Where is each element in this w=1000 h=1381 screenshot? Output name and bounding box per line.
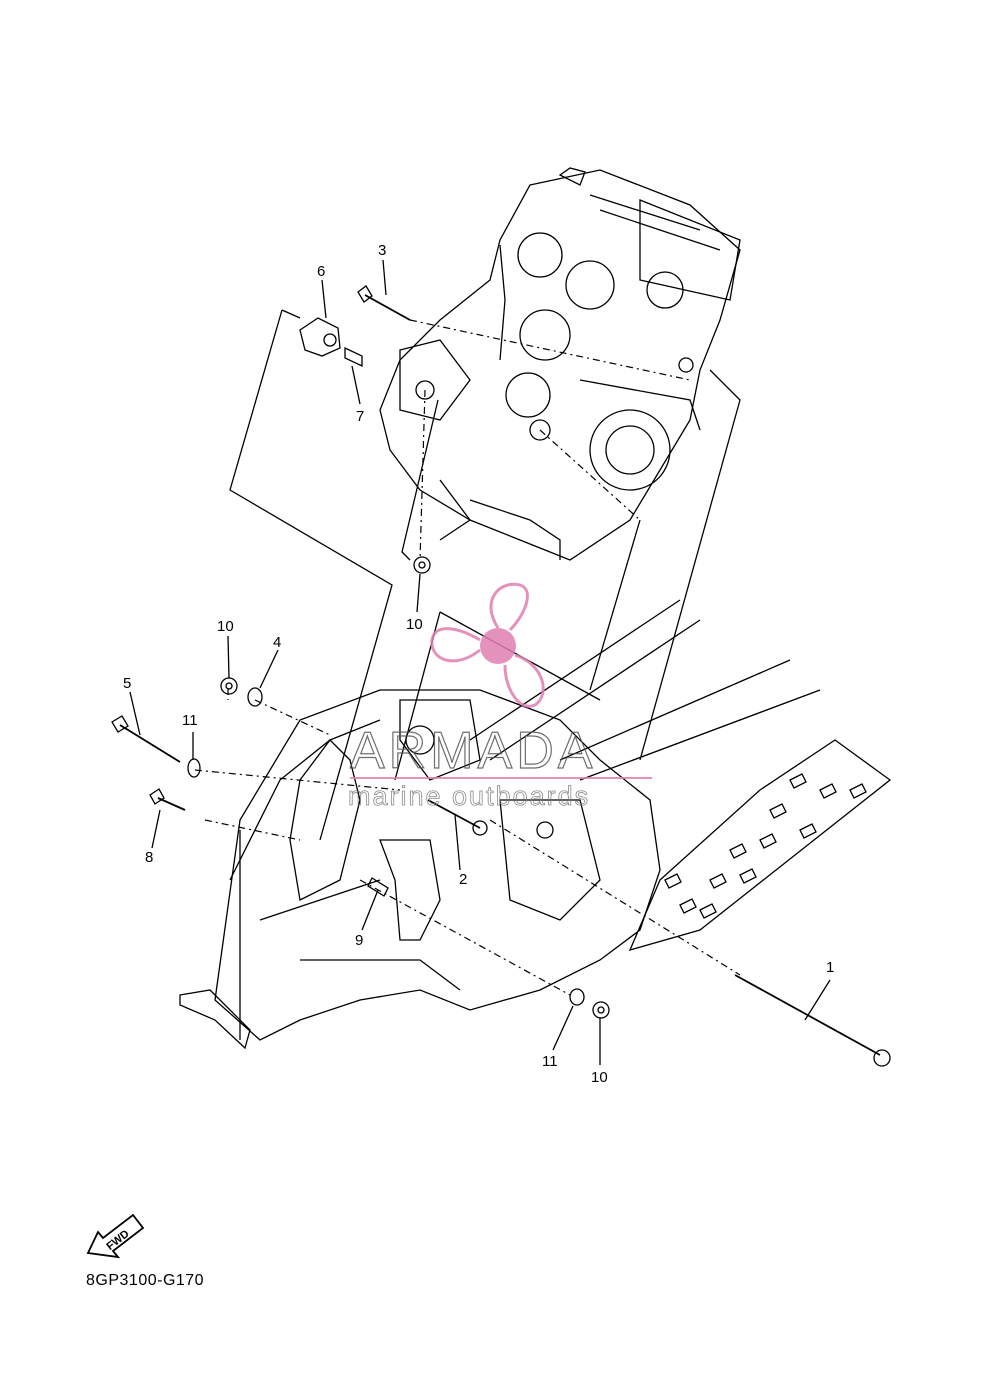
callout-4: 4 xyxy=(273,634,281,651)
part-2-stud xyxy=(427,799,488,836)
leader-lines xyxy=(129,259,831,1065)
part-3-bolt xyxy=(357,285,411,321)
callout-11-left: 11 xyxy=(182,712,198,729)
part-8-bolt xyxy=(149,788,186,811)
callout-1: 1 xyxy=(826,959,834,976)
part-11-washer-right xyxy=(569,988,585,1006)
part-9-bolt xyxy=(367,877,389,897)
part-5-bolt xyxy=(111,715,181,763)
watermark-tagline: marine outboards xyxy=(348,781,590,811)
callout-9: 9 xyxy=(355,932,363,949)
callout-7: 7 xyxy=(356,408,364,425)
engine-frame xyxy=(179,599,892,1050)
part-1-long-bolt xyxy=(734,974,891,1067)
callout-10-right: 10 xyxy=(591,1069,608,1086)
diagram-code: 8GP3100-G170 xyxy=(86,1272,205,1289)
callout-10-left: 10 xyxy=(217,618,234,635)
fwd-arrow: FWD xyxy=(86,1213,145,1259)
callout-3: 3 xyxy=(378,242,386,259)
watermark-brand: ARMADA xyxy=(350,722,596,780)
part-4-washer xyxy=(247,687,263,707)
callout-labels: 1 2 3 4 5 6 7 8 9 10 10 10 11 11 xyxy=(123,242,834,1086)
part-10-nut-left xyxy=(220,677,238,695)
part-7-collar xyxy=(344,346,363,368)
callout-2: 2 xyxy=(459,871,467,888)
callout-8: 8 xyxy=(145,849,153,866)
callout-6: 6 xyxy=(317,263,325,280)
part-10-nut-upper xyxy=(413,556,431,574)
engine-block xyxy=(379,167,741,561)
part-11-washer-left xyxy=(187,758,201,778)
footboard-holes xyxy=(664,773,867,919)
watermark: ARMADA marine outboards xyxy=(348,582,652,811)
part-10-nut-right xyxy=(592,1001,610,1019)
part-6-bracket xyxy=(299,317,341,357)
callout-10-upper: 10 xyxy=(406,616,423,633)
callout-5: 5 xyxy=(123,675,131,692)
propeller-logo xyxy=(430,582,545,708)
fwd-label: FWD xyxy=(104,1228,131,1253)
callout-11-right: 11 xyxy=(542,1053,558,1070)
